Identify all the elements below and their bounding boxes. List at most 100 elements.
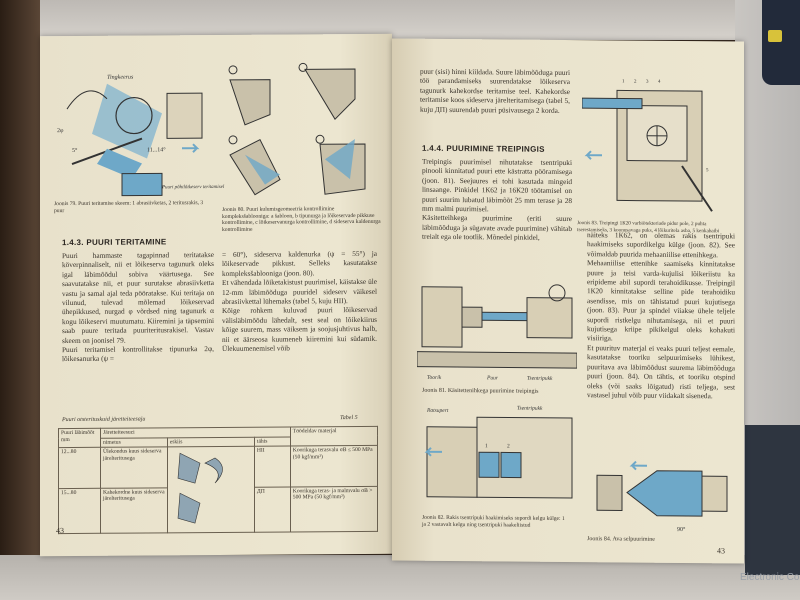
fig82-label-tailstock: Tsentripukk (517, 406, 543, 412)
right-page-column-2: näiteks 1К62, on olemas rakis tsentripuk… (587, 230, 735, 401)
table-label: Tabel 5 (340, 415, 358, 422)
section-heading-lathe-drilling: 1.4.4. PUURIMINE TREIPINGIS (422, 143, 545, 154)
table-subheader-code: tähis (254, 436, 291, 447)
figure-80-caption: Joonis 80. Puuri kulumisgeomeetria kontr… (222, 206, 381, 233)
fig83-label-4: 4 (658, 80, 661, 85)
arrow-left-icon (584, 150, 602, 160)
table-cell-name: Kahekordne kuus sideserva järelterituseg… (100, 487, 168, 534)
fig82-label-carriage: Ratsupert (426, 408, 449, 414)
sketch-2 (203, 457, 223, 484)
figure-79-caption: Joonis 79. Puuri teritamise skeem: 1 abr… (54, 200, 204, 214)
table-cell-material: Koorikuga teras- ja malmvalu σB > 500 MP… (290, 486, 378, 532)
drill-cone (626, 470, 703, 517)
workpiece (461, 306, 483, 328)
right-page-column-1: Treipingis puurimisel nihutatakse tsentr… (422, 156, 572, 243)
figure-81-caption: Joonis 81. Käsitettenihkega puurimine tr… (422, 387, 539, 395)
device-corner (762, 0, 800, 85)
abrasive-disc-shape (92, 83, 162, 159)
electronic-device-box (745, 425, 800, 575)
drill-bar (582, 97, 643, 110)
table-cell-diameter: 15...80 (58, 488, 101, 534)
table-cell-diameter: 12...80 (58, 447, 101, 489)
device-yellow-light (768, 30, 782, 42)
drill-bit (481, 311, 528, 322)
label-b-circle (298, 62, 308, 72)
section-heading-sharpening: 1.4.3. PUURI TERITAMINE (62, 237, 167, 248)
template-b (304, 68, 356, 120)
workpiece-block (596, 474, 623, 511)
drill-shank (701, 475, 728, 512)
table-cell-code: ДП (254, 486, 291, 533)
fig83-label-3: 3 (646, 80, 649, 85)
drill-base-shape (121, 172, 163, 197)
handwheel (548, 284, 566, 302)
left-page-column-2: = 60°), sideserva kaldenurka (ψ = 55°) j… (222, 248, 377, 354)
lathe-bed (417, 351, 577, 369)
label-d-circle (315, 134, 325, 144)
table-title: Puuri otsterituskuid järetteiteesaju (62, 416, 146, 424)
sketch-1 (177, 452, 201, 484)
arrow-left-icon (424, 447, 442, 457)
fig81-label-drill: Puur (486, 375, 499, 381)
drill-tip-shape (97, 148, 142, 179)
fig83-label-2: 2 (634, 80, 637, 85)
tailstock (526, 297, 573, 339)
table-subheader-sketch: eskiis (167, 436, 255, 448)
handle-line (681, 165, 713, 212)
fig81-label-tailstock: Tsentripukk (527, 376, 553, 382)
table-header-material: Töödeldav materjal (290, 426, 378, 447)
table-cell-material: Koorikuga terasvalu σB ≤ 500 MPa (50 kgf… (290, 445, 378, 487)
figure-82-tailstock-coupling: Ratsupert Tsentripukk 1 2 (424, 406, 573, 499)
fig82-label-2: 2 (507, 443, 510, 449)
left-page-column-1: Puuri hammaste tagapinnad teritatakse kö… (62, 250, 214, 364)
chuck-body (421, 286, 463, 348)
drill-c (245, 154, 280, 185)
label-a-circle (228, 65, 238, 75)
arrow-right-icon (182, 143, 200, 153)
fig79-label-bottom: Puuri põhilõikeserv teritamisel (161, 185, 225, 190)
drill-b (315, 79, 355, 120)
table-header-diameter: Puuri läbimõõt mm (58, 428, 101, 448)
fig81-label-workpiece: Toorik (427, 375, 442, 381)
arrow-left-icon (629, 460, 647, 471)
disc-circle (115, 96, 153, 135)
left-page-number: 43 (56, 526, 64, 536)
fig79-angle-c: 11...14° (147, 146, 166, 153)
drill-d (325, 139, 355, 180)
figure-80-template-check (228, 62, 366, 196)
drill-tip-sketches (177, 452, 223, 524)
fig79-label-top: Tingkeerus (107, 75, 134, 81)
table-cell-code: HII (254, 446, 291, 488)
holder-rect (166, 92, 203, 139)
right-page: puur (sisi) hinni kiildada. Suure läbimõ… (392, 38, 744, 564)
device-label: Electronic Cor (740, 572, 800, 583)
wall-left-background (0, 0, 40, 600)
table-row: 12...80 Ülekondus kuus sideserva järelte… (58, 445, 378, 533)
table-subheader-name: nimetus (100, 437, 168, 448)
figure-82-caption: Joonis 82. Rakis tsentripuki haakimiseks… (422, 514, 565, 529)
figure-83-tool-holder: 1 2 3 4 5 (582, 79, 713, 212)
figure-84-spot-drilling: 90° (596, 460, 728, 533)
fig83-label-1: 1 (622, 79, 625, 84)
sketch-3 (177, 492, 201, 524)
figure-79-drill-sharpening: Tingkeerus 2φ 5° 11...14° Puuri põhilõik… (57, 75, 225, 197)
right-page-number: 43 (717, 546, 725, 556)
template-a (229, 79, 271, 126)
figure-81-hand-feed-drilling: Toorik Puur Tsentripukk (417, 284, 577, 382)
fig79-angle-a: 2φ (57, 128, 64, 134)
fig83-label-5: 5 (706, 168, 709, 173)
coupling-strip-2 (500, 451, 522, 479)
fig84-angle-label: 90° (677, 526, 686, 533)
label-c-circle (228, 135, 238, 145)
right-page-top-text: puur (sisi) hinni kiildada. Suure läbimõ… (420, 66, 570, 115)
drill-sharpening-table: Puuri läbimõõt mm Järetteiteesuci Töödel… (58, 426, 378, 534)
left-page: Tingkeerus 2φ 5° 11...14° Puuri põhilõik… (40, 33, 392, 557)
coupling-strip-1 (478, 451, 500, 478)
figure-84-caption: Joonis 84. Ava selpuurimine (587, 536, 655, 543)
table-cell-name: Ülekondus kuus sideserva järelteritusega (100, 447, 168, 489)
angle-arc (66, 90, 108, 110)
fig79-angle-b: 5° (72, 147, 78, 154)
fig82-label-1: 1 (485, 443, 488, 449)
desk-top-background (40, 0, 740, 40)
table-cell-sketch (167, 446, 255, 533)
